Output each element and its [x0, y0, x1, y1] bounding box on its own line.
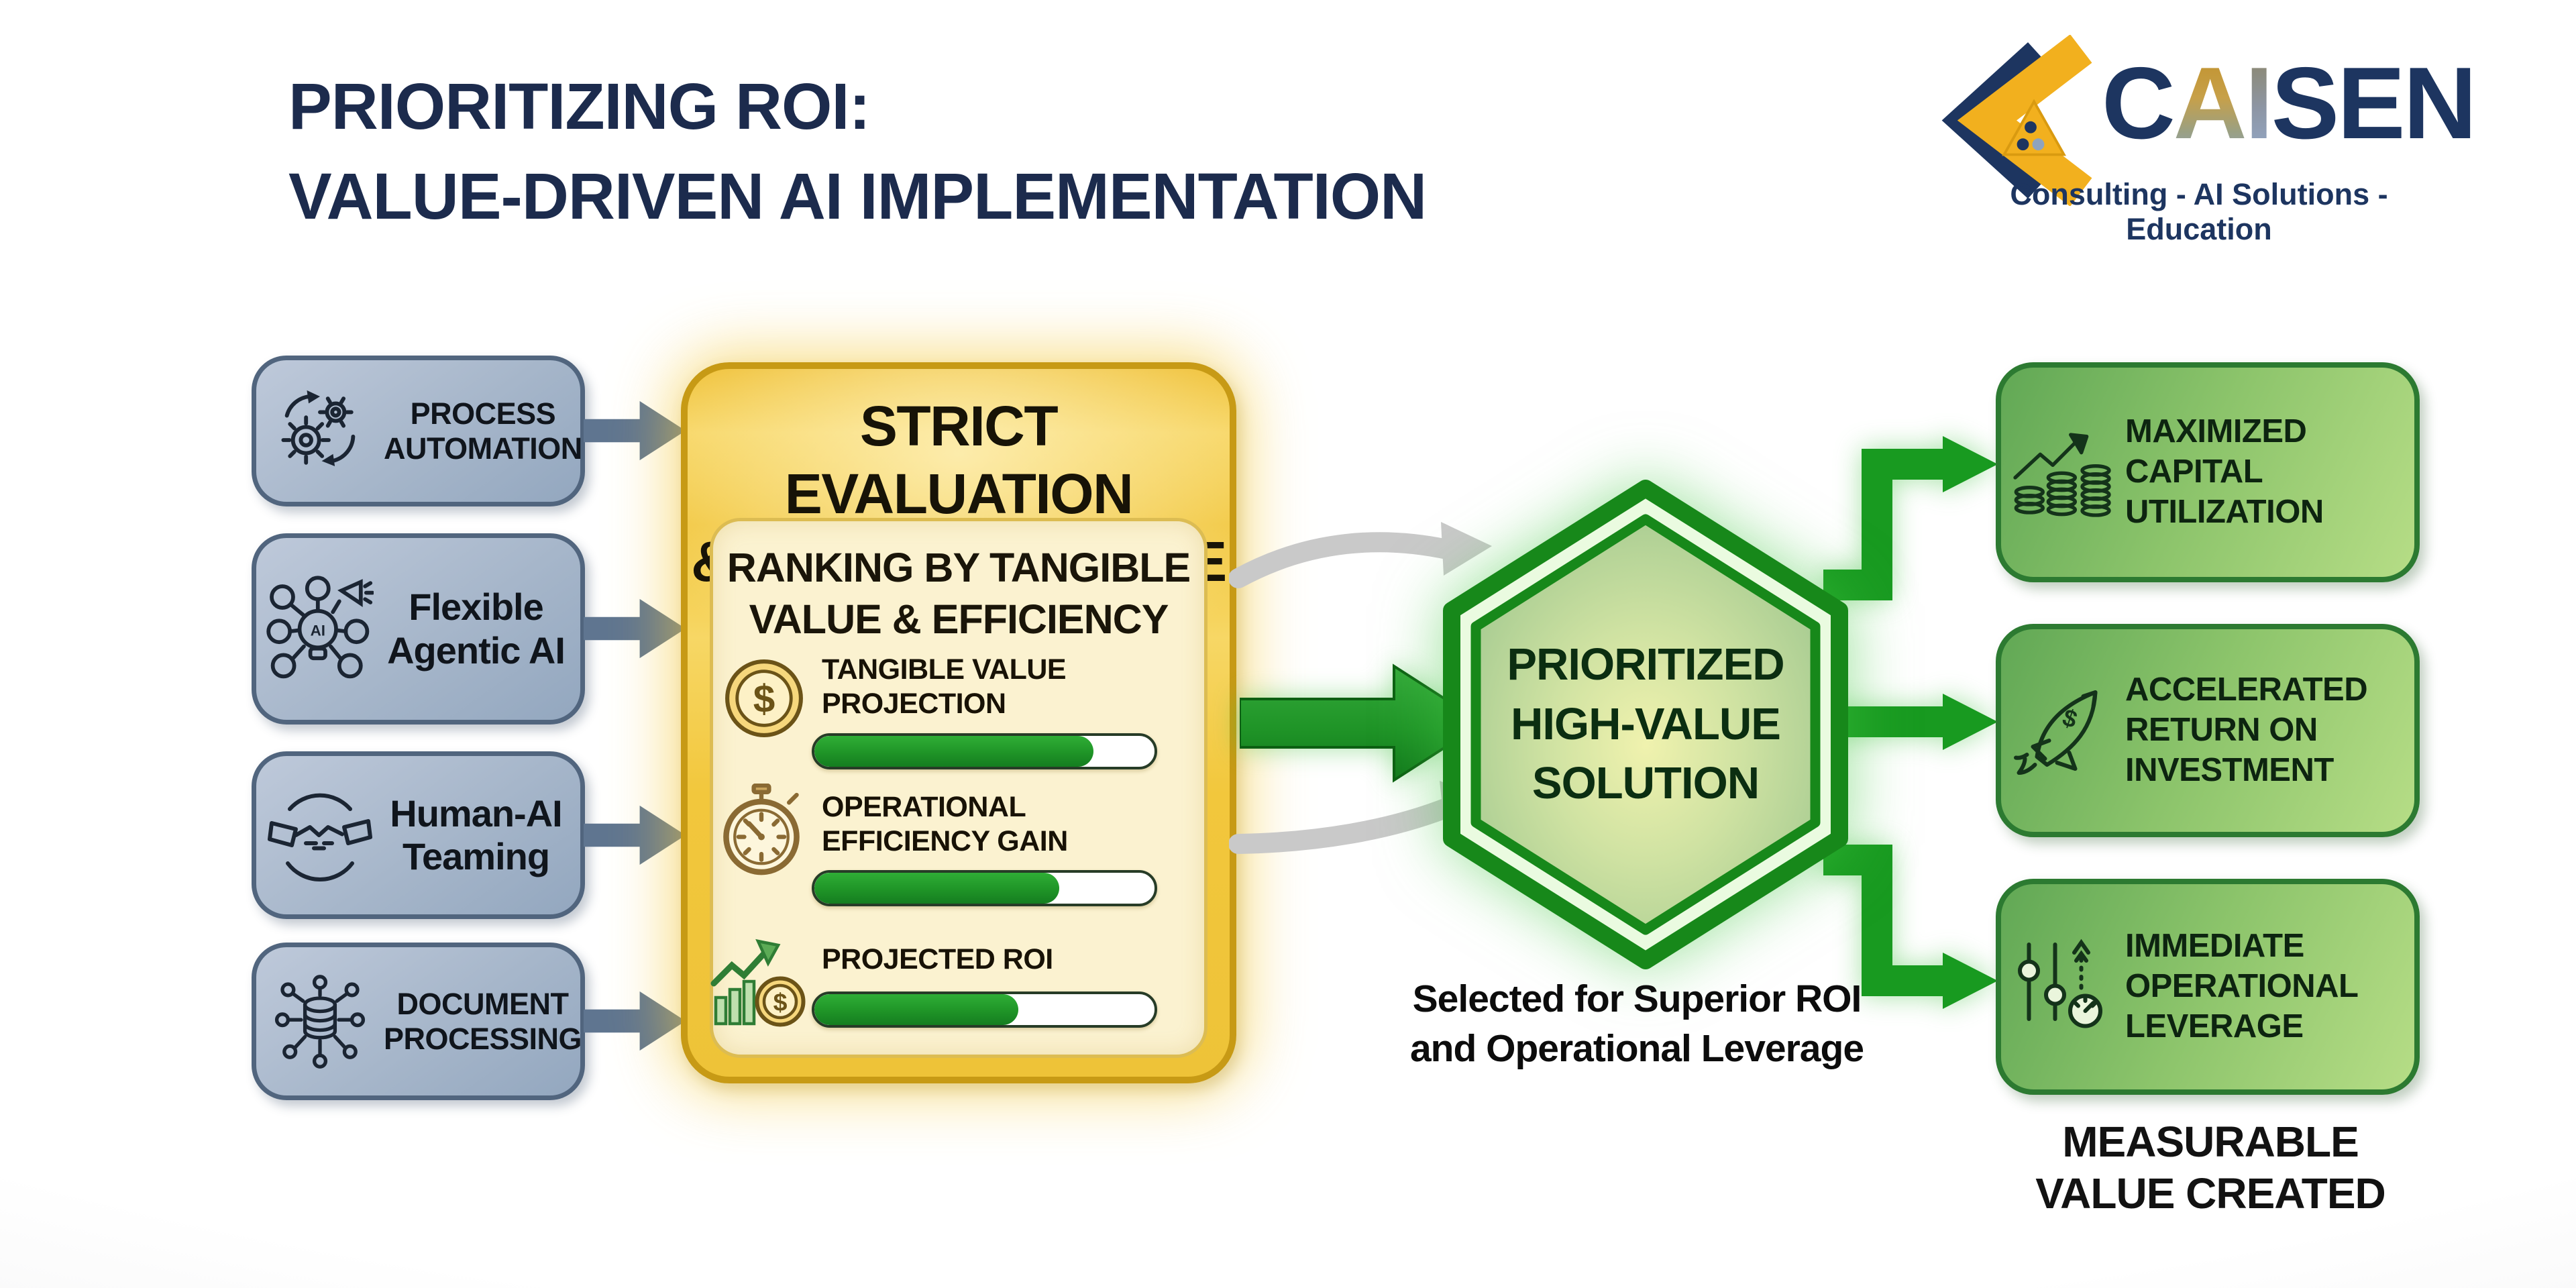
ranking-panel-subtitle: RANKING BY TANGIBLE VALUE & EFFICIENCY — [710, 542, 1208, 646]
input-label: Flexible Agentic AI — [384, 586, 580, 672]
outcome-label-line: IMMEDIATE — [2125, 928, 2304, 965]
outcome-label-line: UTILIZATION — [2125, 493, 2324, 530]
brand-letter: A — [2173, 46, 2247, 160]
brand-wordmark: CAISEN — [2102, 52, 2477, 154]
input-label: Human-AI Teaming — [384, 792, 580, 879]
metric-label-line: TANGIBLE VALUE — [822, 653, 1067, 686]
outcome-label: MAXIMIZED CAPITAL UTILIZATION — [2125, 412, 2414, 532]
input-label: DOCUMENT PROCESSING — [384, 987, 594, 1057]
flow-arrow-icon — [584, 598, 686, 659]
levers-gauge-icon — [2001, 936, 2125, 1037]
outcome-label-line: ACCELERATED — [2125, 672, 2368, 708]
capital-growth-icon — [2001, 422, 2125, 523]
brand-letter: E — [2337, 46, 2405, 160]
outcome-label-line: OPERATIONAL — [2125, 968, 2359, 1005]
handshake-icon — [256, 785, 384, 885]
ranking-subtitle-line: VALUE & EFFICIENCY — [749, 596, 1169, 643]
stopwatch-icon — [714, 783, 809, 882]
database-network-icon — [256, 974, 384, 1069]
outcome-box-capital-utilization: MAXIMIZED CAPITAL UTILIZATION — [1996, 362, 2420, 582]
input-box-process-automation: PROCESS AUTOMATION — [252, 356, 585, 506]
page-title: PRIORITIZING ROI: VALUE-DRIVEN AI IMPLEM… — [288, 62, 1831, 241]
input-label-line: PROCESS — [410, 396, 556, 431]
brand-letter: N — [2403, 46, 2477, 160]
metric-label: OPERATIONAL EFFICIENCY GAIN — [822, 790, 1068, 858]
svg-text:AI: AI — [311, 622, 325, 639]
outcome-label-line: MAXIMIZED — [2125, 413, 2307, 450]
ranking-panel — [710, 518, 1208, 1058]
metric-label-line: PROJECTED ROI — [822, 943, 1053, 975]
caisen-chevron-logo-icon — [1937, 34, 2108, 207]
roi-growth-icon: $ — [710, 929, 810, 1033]
outcome-box-accelerated-roi: $ ACCELERATED RETURN ON INVESTMENT — [1996, 624, 2420, 837]
caisen-logo: CAISEN Consulting - AI Solutions - Educa… — [1937, 34, 2477, 246]
input-label-line: PROCESSING — [384, 1021, 582, 1056]
metric-label-line: EFFICIENCY GAIN — [822, 824, 1068, 857]
flow-arrow-icon — [584, 400, 686, 461]
gears-icon — [256, 388, 384, 475]
selected-path-arrow-icon — [1240, 663, 1485, 783]
brand-letter: S — [2271, 46, 2339, 160]
measurable-value-line: MEASURABLE — [2062, 1118, 2359, 1166]
brand-letter: I — [2245, 46, 2273, 160]
engine-title-line: STRICT EVALUATION — [784, 394, 1134, 525]
solution-caption-line: Selected for Superior ROI — [1412, 977, 1862, 1020]
solution-label-line: HIGH-VALUE — [1511, 698, 1781, 749]
brand-tagline: Consulting - AI Solutions - Education — [2010, 177, 2388, 246]
agentic-ai-network-icon: AI — [256, 575, 384, 683]
branch-connectors-icon — [1823, 436, 1998, 1009]
rocket-investment-icon: $ — [2001, 680, 2125, 781]
solution-caption: Selected for Superior ROI and Operationa… — [1395, 974, 1878, 1073]
input-label-line: DOCUMENT — [396, 986, 569, 1021]
outcome-label-line: INVESTMENT — [2125, 751, 2334, 788]
brand-letter: C — [2102, 46, 2176, 160]
prioritized-solution-hexagon — [1428, 478, 1864, 971]
page-title-line1: PRIORITIZING ROI: — [288, 70, 871, 143]
input-box-document-processing: DOCUMENT PROCESSING — [252, 943, 585, 1100]
svg-text:$: $ — [2059, 703, 2081, 733]
progress-fill — [814, 873, 1060, 904]
input-label-line: AUTOMATION — [384, 431, 582, 466]
flow-arrow-icon — [584, 805, 686, 865]
progress-bar-efficiency — [812, 870, 1157, 906]
svg-text:$: $ — [753, 678, 775, 721]
dollar-coin-icon: $ — [723, 657, 805, 743]
measurable-value-note: MEASURABLE VALUE CREATED — [2002, 1116, 2418, 1220]
metric-label: TANGIBLE VALUE PROJECTION — [822, 653, 1067, 720]
metric-label-line: PROJECTION — [822, 687, 1006, 720]
prioritized-solution-label: PRIORITIZED HIGH-VALUE SOLUTION — [1428, 478, 1864, 971]
outcome-label-line: RETURN ON — [2125, 712, 2318, 749]
input-label: PROCESS AUTOMATION — [384, 396, 594, 466]
outcome-label-line: CAPITAL — [2125, 453, 2263, 490]
metric-label-line: OPERATIONAL — [822, 791, 1026, 823]
solution-label-line: SOLUTION — [1532, 758, 1760, 809]
input-box-flexible-agentic-ai: AI Flexible Agentic AI — [252, 533, 585, 724]
outcome-label: IMMEDIATE OPERATIONAL LEVERAGE — [2125, 926, 2414, 1046]
outcome-box-operational-leverage: IMMEDIATE OPERATIONAL LEVERAGE — [1996, 879, 2420, 1095]
input-label-line: Teaming — [402, 835, 550, 877]
solution-label-line: PRIORITIZED — [1507, 639, 1784, 690]
rejected-path-arrow-top-icon — [1229, 522, 1492, 588]
progress-bar-tangible-value — [812, 733, 1157, 769]
flow-arrow-icon — [584, 991, 686, 1051]
svg-text:$: $ — [773, 988, 788, 1016]
solution-caption-line: and Operational Leverage — [1409, 1027, 1864, 1071]
measurable-value-line: VALUE CREATED — [2035, 1169, 2386, 1218]
input-label-line: Human-AI — [390, 792, 562, 835]
progress-fill — [814, 994, 1019, 1025]
input-label-line: Agentic AI — [387, 629, 566, 672]
outcome-label-line: LEVERAGE — [2125, 1008, 2304, 1044]
input-label-line: Flexible — [409, 586, 544, 629]
page-title-line2: VALUE-DRIVEN AI IMPLEMENTATION — [288, 159, 1427, 233]
metric-label: PROJECTED ROI — [822, 943, 1053, 977]
ranking-subtitle-line: RANKING BY TANGIBLE — [727, 545, 1191, 590]
outcome-label: ACCELERATED RETURN ON INVESTMENT — [2125, 670, 2414, 790]
progress-fill — [814, 736, 1093, 767]
input-box-human-ai-teaming: Human-AI Teaming — [252, 751, 585, 919]
progress-bar-projected-roi — [812, 991, 1157, 1028]
